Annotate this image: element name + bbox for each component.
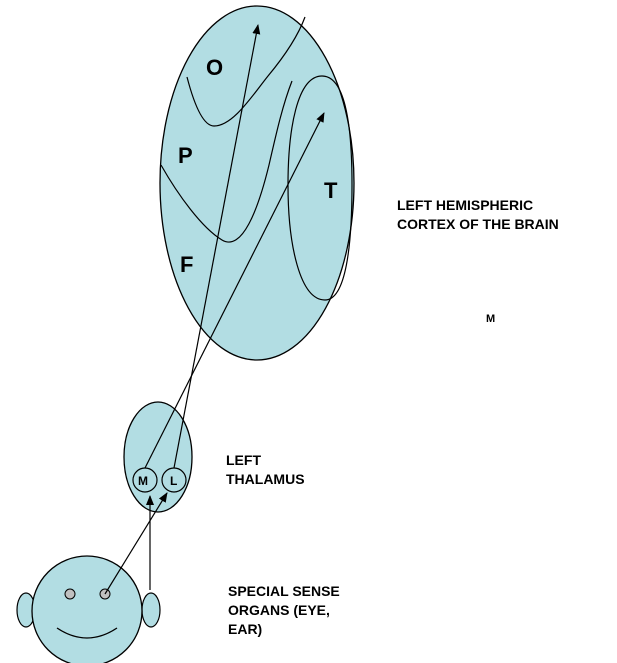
thalamus-label-line-2: THALAMUS — [226, 470, 305, 489]
lobe-label-occipital: O — [206, 55, 223, 80]
stray-letter: M — [486, 312, 495, 326]
thalamus-label-line-1: LEFT — [226, 451, 305, 470]
cortex-label: LEFT HEMISPHERIC CORTEX OF THE BRAIN — [397, 196, 559, 234]
left-eye — [65, 589, 75, 599]
arrow-eye-to-lateral-nucleus — [105, 493, 167, 594]
cortex-label-line-1: LEFT HEMISPHERIC — [397, 196, 559, 215]
stray-letter-text: M — [486, 312, 495, 326]
face — [32, 556, 142, 663]
nucleus-label-medial: M — [138, 474, 148, 488]
sense-organs-label-line-2: ORGANS (EYE, — [228, 601, 340, 620]
lobe-label-frontal: F — [180, 252, 193, 277]
cortex-label-line-2: CORTEX OF THE BRAIN — [397, 215, 559, 234]
lobe-label-parietal: P — [178, 143, 193, 168]
sense-organs-label-line-1: SPECIAL SENSE — [228, 582, 340, 601]
sense-organs-label: SPECIAL SENSE ORGANS (EYE, EAR) — [228, 582, 340, 639]
thalamus — [124, 402, 192, 512]
lobe-label-temporal: T — [324, 178, 338, 203]
right-ear — [142, 593, 160, 627]
thalamus-label: LEFT THALAMUS — [226, 451, 305, 489]
sense-organs-label-line-3: EAR) — [228, 620, 340, 639]
nucleus-label-lateral: L — [170, 474, 177, 488]
